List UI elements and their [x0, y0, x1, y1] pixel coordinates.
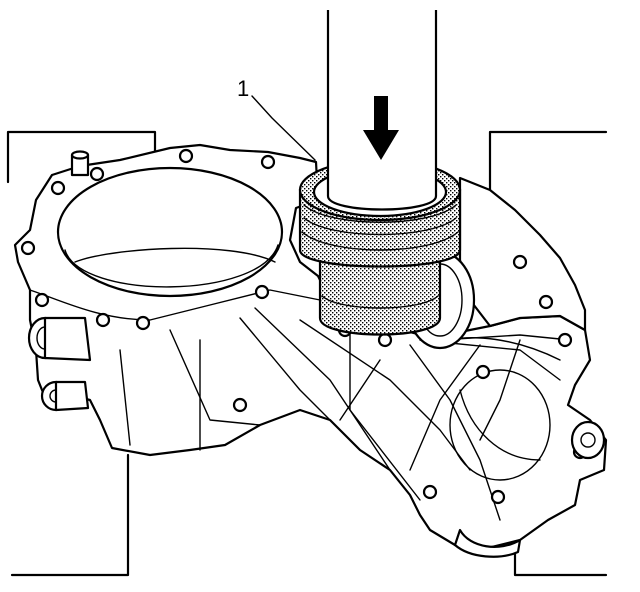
callout-number-1: 1 [237, 76, 250, 101]
dowel-pin [70, 150, 90, 177]
callout-leader-line [251, 95, 316, 161]
bench-support-blocks [6, 130, 608, 577]
arrow-down-icon [363, 96, 399, 160]
right-bosses [453, 420, 606, 558]
side-bosses [27, 316, 92, 412]
housing-ribs [119, 307, 561, 521]
housing-bore [56, 166, 284, 298]
bolt-holes [20, 148, 588, 505]
